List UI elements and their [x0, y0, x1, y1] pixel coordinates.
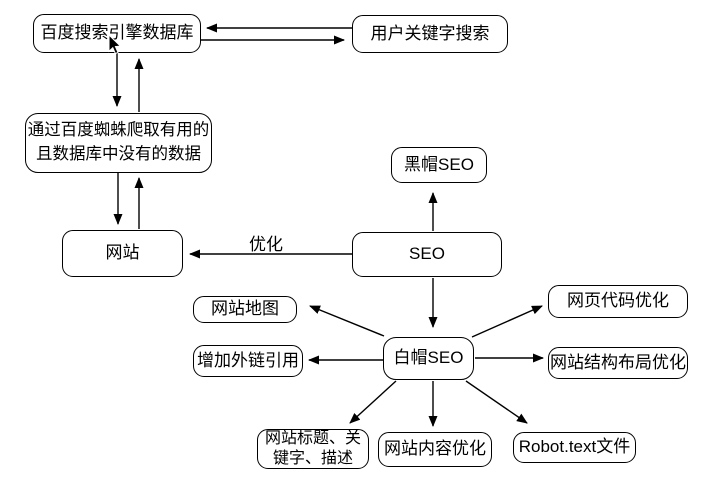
node-page-code-optimization: 网页代码优化 [548, 285, 688, 318]
node-website: 网站 [62, 230, 183, 277]
node-title-keywords-description: 网站标题、关 键字、描述 [257, 429, 369, 469]
edge-white-hat-to-title-keywords [349, 380, 397, 424]
node-sitemap: 网站地图 [193, 296, 297, 323]
edge-label-optimize: 优化 [249, 235, 283, 254]
node-content-optimization: 网站内容优化 [378, 432, 492, 467]
edge-white-hat-to-robot-file [465, 380, 528, 424]
node-seo: SEO [352, 232, 502, 277]
node-site-structure-layout-optimization: 网站结构布局优化 [548, 347, 688, 379]
node-add-external-links: 增加外链引用 [193, 345, 303, 377]
edge-white-hat-to-page-code [471, 305, 543, 338]
node-baidu-spider-crawl: 通过百度蜘蛛爬取有用的 且数据库中没有的数据 [25, 113, 212, 173]
node-robot-text-file: Robot.text文件 [513, 432, 636, 463]
node-black-hat-seo: 黑帽SEO [391, 147, 487, 183]
edge-white-hat-to-sitemap [309, 305, 385, 337]
node-white-hat-seo: 白帽SEO [383, 337, 474, 380]
node-user-keyword-search: 用户关键字搜索 [352, 15, 508, 53]
node-baidu-search-database: 百度搜索引擎数据库 [33, 14, 201, 53]
